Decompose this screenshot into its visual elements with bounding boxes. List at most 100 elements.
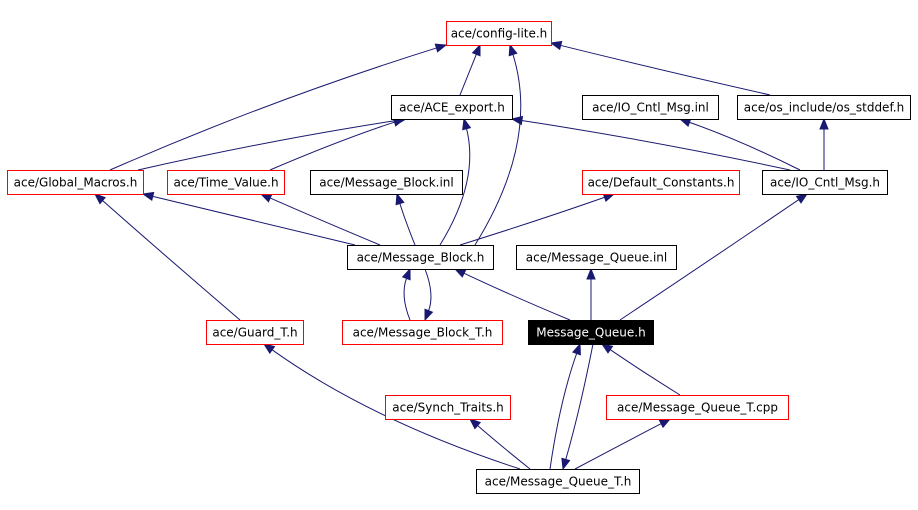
node-box[interactable] (446, 21, 552, 46)
edge-arrowhead (819, 117, 829, 130)
node-label: ace/Message_Block_T.h (353, 326, 493, 340)
edge-global-macros-to-config-lite (109, 43, 448, 171)
node-box[interactable] (391, 95, 513, 120)
node-message-block[interactable]: ace/Message_Block.h (347, 245, 494, 270)
edge-io-cntl-msg-to-io-cntl-msg-inl (678, 117, 801, 171)
node-box[interactable] (516, 245, 677, 270)
edge-line (459, 196, 606, 246)
node-os-stddef[interactable]: ace/os_include/os_stddef.h (737, 95, 911, 120)
node-box[interactable] (737, 95, 911, 120)
edge-line (109, 47, 438, 171)
edge-message-block-to-ace-export (439, 117, 472, 246)
edge-line (399, 202, 416, 246)
edge-line (476, 424, 531, 470)
node-message-queue-t[interactable]: ace/Message_Queue_T.h (476, 469, 640, 494)
edges-layer (93, 40, 829, 471)
node-time-value[interactable]: ace/Time_Value.h (167, 170, 285, 195)
node-label: ace/IO_Cntl_Msg.inl (592, 101, 709, 115)
node-box[interactable] (7, 170, 144, 195)
edge-line (101, 199, 241, 321)
edge-arrowhead (549, 40, 563, 51)
edge-line (688, 121, 801, 171)
node-box[interactable] (347, 245, 494, 270)
node-box[interactable] (476, 469, 640, 494)
node-label: ace/IO_Cntl_Msg.h (770, 176, 880, 190)
node-message-block-t[interactable]: ace/Message_Block_T.h (342, 320, 503, 345)
node-box[interactable] (385, 395, 511, 420)
node-label: ace/Message_Queue_T.h (485, 475, 632, 489)
node-box[interactable] (342, 320, 503, 345)
edge-message-queue-t-to-message-queue (549, 342, 581, 470)
edge-line (271, 348, 521, 470)
edge-arrowhead (572, 342, 581, 356)
edge-message-queue-to-message-queue-inl (586, 267, 596, 320)
node-global-macros[interactable]: ace/Global_Macros.h (7, 170, 144, 195)
edge-message-block-to-global-macros (141, 191, 356, 246)
edge-arrowhead (510, 115, 524, 126)
edge-message-queue-t-to-synch-traits (468, 418, 531, 470)
node-guard-t[interactable]: ace/Guard_T.h (206, 320, 304, 345)
edge-global-macros-to-ace-export (137, 115, 408, 171)
edge-line (520, 119, 791, 171)
edge-arrowhead (141, 191, 155, 202)
edge-arrowhead (471, 43, 481, 57)
edge-arrowhead (586, 267, 596, 280)
node-message-queue-inl[interactable]: ace/Message_Queue.inl (516, 245, 677, 270)
edge-os-stddef-to-config-lite (549, 40, 771, 96)
edge-arrowhead (434, 43, 448, 53)
edge-arrowhead (262, 343, 276, 354)
node-box[interactable] (762, 170, 888, 195)
node-label: ace/Synch_Traits.h (392, 401, 503, 415)
edge-message-block-to-time-value (259, 193, 381, 246)
node-label: ace/config-lite.h (451, 27, 548, 41)
node-label: ace/Message_Queue_T.cpp (617, 401, 778, 415)
edge-line (268, 197, 381, 246)
edge-ace-export-to-config-lite (459, 43, 481, 96)
node-synch-traits[interactable]: ace/Synch_Traits.h (385, 395, 511, 420)
node-label: ace/Default_Constants.h (588, 176, 735, 190)
node-box[interactable] (310, 170, 463, 195)
edge-message-queue-t-cpp-to-message-queue (600, 343, 681, 396)
node-box[interactable] (582, 95, 719, 120)
edge-line (403, 277, 411, 321)
edge-line (269, 121, 396, 171)
edge-line (474, 53, 522, 246)
edge-arrowhead (401, 267, 411, 281)
edge-line (137, 119, 398, 171)
edge-arrowhead (795, 193, 809, 204)
node-box[interactable] (606, 395, 789, 420)
edge-line (459, 53, 478, 96)
node-label: ace/Message_Queue.inl (526, 251, 667, 265)
node-box[interactable] (528, 320, 654, 345)
node-io-cntl-msg-inl[interactable]: ace/IO_Cntl_Msg.inl (582, 95, 719, 120)
node-label: ace/Time_Value.h (173, 176, 278, 190)
node-message-block-inl[interactable]: ace/Message_Block.inl (310, 170, 463, 195)
node-ace-export[interactable]: ace/ACE_export.h (391, 95, 513, 120)
node-label: ace/Message_Block.h (357, 251, 485, 265)
edge-message-queue-t-to-message-queue-t-cpp (574, 418, 672, 470)
edge-arrowhead (259, 193, 273, 203)
edge-io-cntl-msg-to-os-stddef (819, 117, 829, 170)
node-default-constants[interactable]: ace/Default_Constants.h (582, 170, 740, 195)
edge-line (565, 343, 594, 461)
edge-line (559, 44, 771, 96)
nodes-layer: ace/config-lite.h ace/ACE_export.h ace/IO_… (7, 21, 911, 494)
node-box[interactable] (167, 170, 285, 195)
node-io-cntl-msg[interactable]: ace/IO_Cntl_Msg.h (762, 170, 888, 195)
edge-line (609, 348, 681, 396)
node-box[interactable] (582, 170, 740, 195)
edge-message-block-to-message-block-inl (395, 192, 416, 246)
node-label: Message_Queue.h (536, 326, 645, 340)
edge-line (439, 127, 471, 246)
edge-arrowhead (658, 418, 672, 429)
edge-message-queue-t-to-guard-t (262, 343, 521, 470)
edge-line (151, 195, 356, 246)
edge-arrowhead (468, 418, 482, 430)
node-label: ace/ACE_export.h (399, 101, 505, 115)
node-box[interactable] (206, 320, 304, 345)
edge-message-queue-to-message-block (453, 268, 571, 321)
node-message-queue[interactable]: Message_Queue.h (528, 320, 654, 345)
node-config-lite[interactable]: ace/config-lite.h (446, 21, 552, 46)
node-message-queue-t-cpp[interactable]: ace/Message_Queue_T.cpp (606, 395, 789, 420)
